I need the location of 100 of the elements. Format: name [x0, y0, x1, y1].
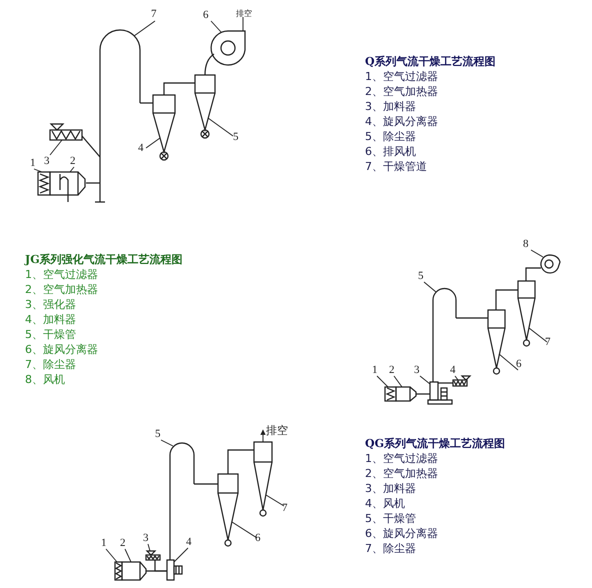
callout-number: 6 [516, 358, 522, 371]
duct-line [525, 267, 541, 281]
callout-number: 3 [414, 364, 420, 377]
legend-title: JG系列强化气流干燥工艺流程图 [25, 253, 183, 267]
leader-line [530, 250, 544, 258]
legend-item: 1、空气过滤器 [25, 268, 98, 282]
leader-line [232, 522, 258, 538]
leader-line [34, 168, 42, 172]
dust-collector-drawing [253, 441, 273, 517]
callout-number: 3 [143, 532, 148, 545]
callout-number: 8 [523, 238, 528, 251]
leader-line [394, 376, 402, 388]
legend-item: 5、干燥管 [25, 328, 76, 342]
callout-number: 6 [255, 532, 260, 545]
leader-line [106, 548, 118, 562]
leader-line [208, 118, 234, 136]
air-filter-drawing [384, 386, 397, 402]
leader-line [134, 20, 156, 36]
legend-item: 7、除尘器 [25, 358, 76, 372]
callout-number: 1 [30, 157, 36, 170]
feeder-drawing [49, 123, 83, 141]
duct-line [154, 560, 167, 572]
leader-line [420, 376, 430, 384]
air-filter-drawing [37, 171, 51, 196]
callout-number: 2 [120, 537, 126, 550]
callout-number: 7 [151, 8, 156, 21]
legend-item: 6、旋风分离器 [25, 343, 98, 357]
callout-number: 5 [233, 131, 238, 144]
leader-line [498, 354, 518, 370]
duct-line [227, 449, 254, 474]
fan-drawing [166, 559, 183, 581]
drying-pipe-drawing [169, 442, 195, 560]
legend-item: 7、除尘器 [365, 542, 416, 556]
drying-pipe-drawing [432, 288, 457, 382]
leader-line [50, 140, 62, 156]
legend-item: 4、加料器 [25, 313, 76, 327]
callout-number: 7 [545, 336, 550, 349]
feeder-drawing [452, 375, 472, 387]
leader-line [454, 376, 458, 380]
air-heater-drawing [395, 386, 417, 402]
duct-line [140, 102, 153, 104]
outlet-label: 排空 [266, 424, 288, 437]
air-filter-drawing [114, 561, 123, 581]
air-heater-drawing [121, 561, 147, 581]
leader-line [528, 328, 548, 342]
cyclone-separator-drawing [217, 473, 239, 547]
legend-item: 4、风机 [365, 497, 405, 511]
dust-collector-drawing [194, 74, 216, 139]
duct-line [495, 289, 518, 310]
legend-item: 3、加料器 [365, 100, 416, 114]
outlet-label: 排空 [236, 7, 252, 20]
callout-number: 1 [101, 537, 106, 550]
callout-number: 5 [155, 428, 160, 441]
dust-collector-drawing [517, 280, 536, 347]
callout-number: 3 [44, 155, 50, 168]
cyclone-separator-drawing [487, 309, 506, 375]
legend-item: 5、除尘器 [365, 130, 416, 144]
legend-item: 1、空气过滤器 [365, 452, 438, 466]
leader-line [70, 166, 74, 172]
legend-item: 1、空气过滤器 [365, 70, 438, 84]
feeder-drawing [145, 550, 161, 561]
leader-line [210, 20, 222, 32]
leader-line [160, 440, 174, 446]
duct-line [163, 82, 195, 95]
duct-line [438, 382, 453, 384]
callout-number: 2 [389, 364, 394, 377]
fan-drawing [540, 254, 561, 274]
leader-line [266, 494, 284, 506]
booster-drawing [427, 381, 453, 405]
callout-number: 4 [450, 364, 456, 377]
legend-item: 8、风机 [25, 373, 65, 387]
leader-line [174, 548, 188, 562]
legend-item: 2、空气加热器 [25, 283, 98, 297]
callout-number: 5 [418, 270, 424, 283]
callout-number: 1 [372, 364, 378, 377]
leader-line [124, 548, 132, 562]
leader-line [148, 544, 150, 552]
leader-line [424, 282, 436, 292]
callout-number: 4 [186, 536, 192, 549]
duct-line [456, 317, 488, 319]
legend-item: 3、强化器 [25, 298, 76, 312]
legend-item: 4、旋风分离器 [365, 115, 438, 129]
legend-title: Q系列气流干燥工艺流程图 [365, 55, 496, 69]
duct-line [82, 136, 100, 158]
legend-item: 7、干燥管道 [365, 160, 427, 174]
duct-line [194, 483, 218, 485]
legend-item: 2、空气加热器 [365, 467, 438, 481]
legend-item: 3、加料器 [365, 482, 416, 496]
callout-number: 7 [282, 502, 288, 515]
callout-number: 4 [138, 142, 144, 155]
arrow [260, 429, 266, 442]
legend-item: 2、空气加热器 [365, 85, 438, 99]
air-heater-drawing [49, 171, 86, 203]
legend-title: QG系列气流干燥工艺流程图 [365, 437, 505, 451]
callout-number: 2 [70, 155, 76, 168]
leader-line [376, 376, 388, 388]
duct-line [204, 54, 214, 76]
leader-line [146, 138, 160, 148]
exhaust-line [242, 16, 244, 32]
callout-number: 6 [203, 9, 208, 22]
